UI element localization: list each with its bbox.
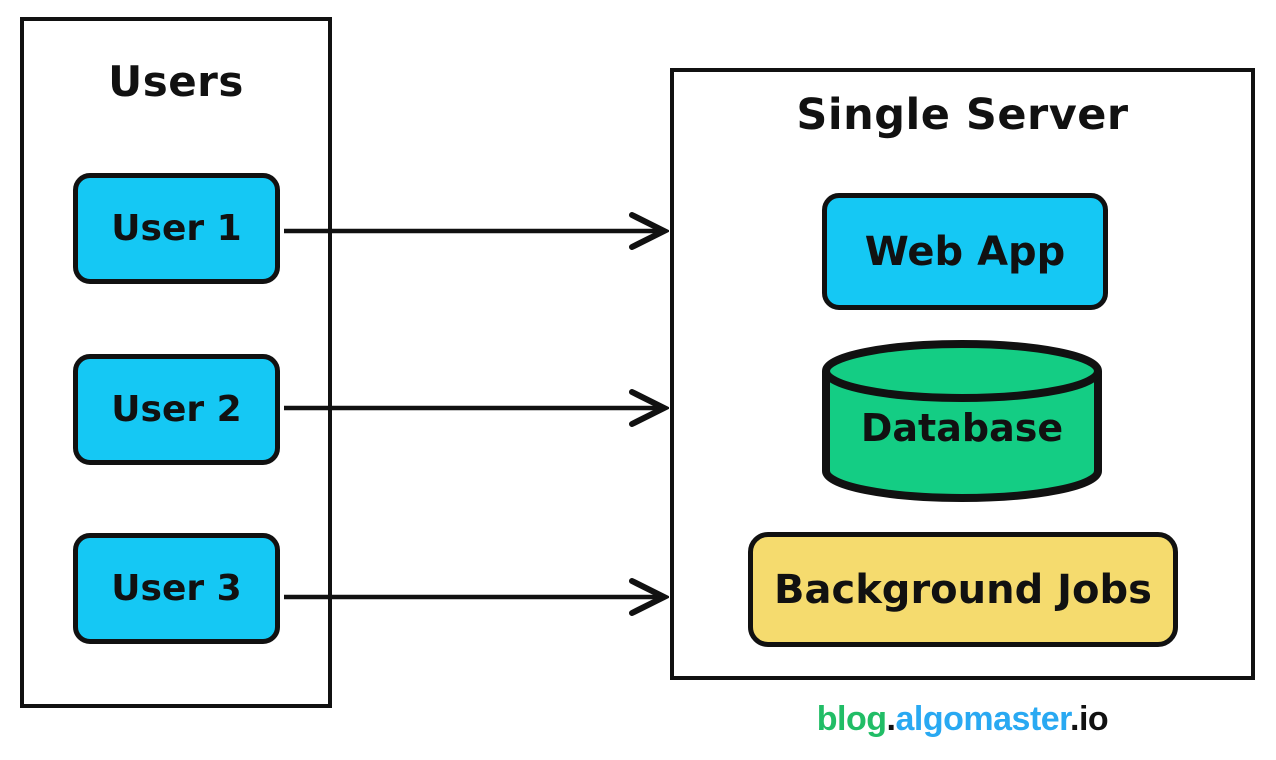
background-jobs-node: Background Jobs: [748, 532, 1178, 647]
user-2-node: User 2: [73, 354, 280, 465]
web-app-node: Web App: [822, 193, 1108, 310]
user-3-node: User 3: [73, 533, 280, 644]
database-cylinder-icon: [822, 340, 1102, 502]
watermark-dot-1: .: [886, 700, 896, 738]
single-server-title: Single Server: [796, 90, 1129, 140]
user-1-node: User 1: [73, 173, 280, 284]
user-2-label: User 2: [111, 389, 242, 430]
watermark-dot-2: .: [1070, 700, 1079, 738]
users-container-title: Users: [108, 57, 244, 106]
background-jobs-label: Background Jobs: [774, 566, 1152, 613]
watermark-algomaster: algomaster: [895, 700, 1071, 738]
watermark-io: io: [1078, 700, 1109, 738]
database-cylinder-node: Database: [818, 340, 1106, 506]
web-app-label: Web App: [864, 228, 1066, 275]
user-3-label: User 3: [111, 568, 242, 609]
database-label: Database: [860, 406, 1064, 450]
watermark: blog.algomaster.io: [670, 700, 1255, 739]
watermark-blog: blog: [816, 700, 887, 738]
user-1-label: User 1: [111, 208, 242, 249]
